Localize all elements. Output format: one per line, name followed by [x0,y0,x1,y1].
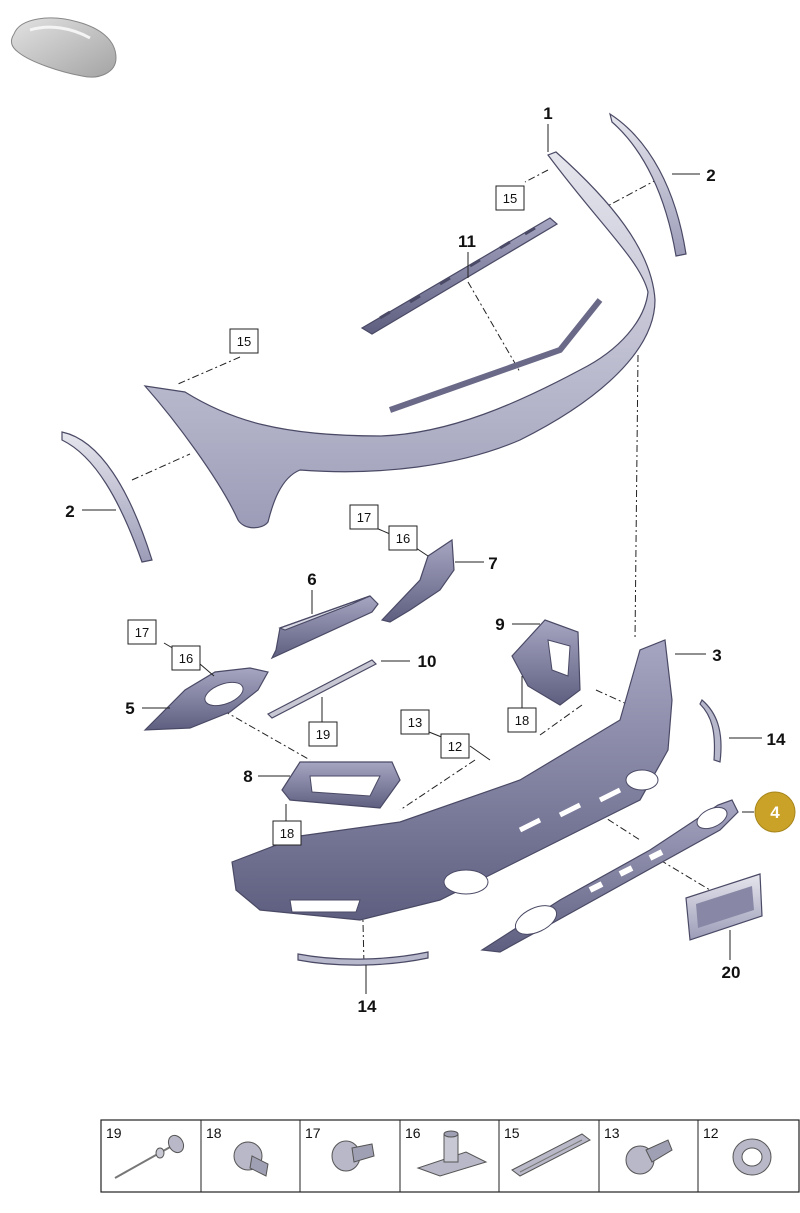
nut-clip-icon [416,1130,488,1177]
box-13: 13 [408,715,422,730]
box-18-left: 18 [280,826,294,841]
leader-lines [82,124,762,994]
callout-4: 4 [770,803,780,822]
callout-4-highlight[interactable]: 4 [754,791,796,833]
washer-ring-icon [732,1138,772,1176]
box-17-lower: 17 [135,625,149,640]
callout-7: 7 [488,554,497,573]
legend-label-16: 16 [405,1125,421,1141]
part-7-left-bracket [380,538,455,623]
part-10-strip [266,659,378,719]
callout-1: 1 [543,104,552,123]
push-clip-icon [233,1141,269,1177]
part-6-air-guide [270,595,379,660]
legend-label-19: 19 [106,1125,122,1141]
box-19: 19 [316,727,330,742]
callout-14-bottom: 14 [358,997,377,1016]
part-3-lower-bumper [231,639,673,921]
legend-label-12: 12 [703,1125,719,1141]
box-16-lower: 16 [179,651,193,666]
part-9-side-bracket [511,619,581,706]
part-14-right-trim [699,699,722,763]
part-4-lower-grille [480,799,739,953]
part-5-right-bracket [143,667,269,731]
box-18-right: 18 [515,713,529,728]
callout-14-right: 14 [767,730,786,749]
part-2-left-wheel-arch-trim [61,431,153,563]
part-14-lower-trim-strip [297,951,429,966]
part-11-bracket-strip [360,217,559,335]
box-15-top: 15 [503,191,517,206]
callout-5: 5 [125,699,134,718]
part-8-center-bracket [281,761,401,809]
fastener-legend: 19 18 17 16 15 13 12 [100,1119,800,1193]
vehicle-thumbnail-icon [10,17,117,78]
callout-6: 6 [307,570,316,589]
callout-10: 10 [418,652,437,671]
callout-2-right: 2 [706,166,715,185]
callout-9: 9 [495,615,504,634]
callout-2-left: 2 [65,502,74,521]
screw-icon [625,1139,673,1175]
part-2-right-wheel-arch-trim [609,112,687,257]
legend-label-18: 18 [206,1125,222,1141]
clip-strip-icon [511,1133,591,1177]
box-16-upper: 16 [396,531,410,546]
callout-11: 11 [458,232,476,251]
legend-label-17: 17 [305,1125,321,1141]
boxed-callouts: 15 15 17 16 17 16 19 18 18 13 12 [127,185,537,846]
part-20-license-plate-holder [685,873,763,941]
box-17-upper: 17 [357,510,371,525]
box-12: 12 [448,739,462,754]
legend-label-15: 15 [504,1125,520,1141]
part-1-bumper-cover [143,151,656,529]
callout-8: 8 [243,767,252,786]
box-15-left: 15 [237,334,251,349]
expansion-clip-icon [331,1140,375,1172]
rivet-icon [114,1134,185,1179]
callout-20: 20 [722,963,741,982]
legend-label-13: 13 [604,1125,620,1141]
callout-3: 3 [712,646,721,665]
